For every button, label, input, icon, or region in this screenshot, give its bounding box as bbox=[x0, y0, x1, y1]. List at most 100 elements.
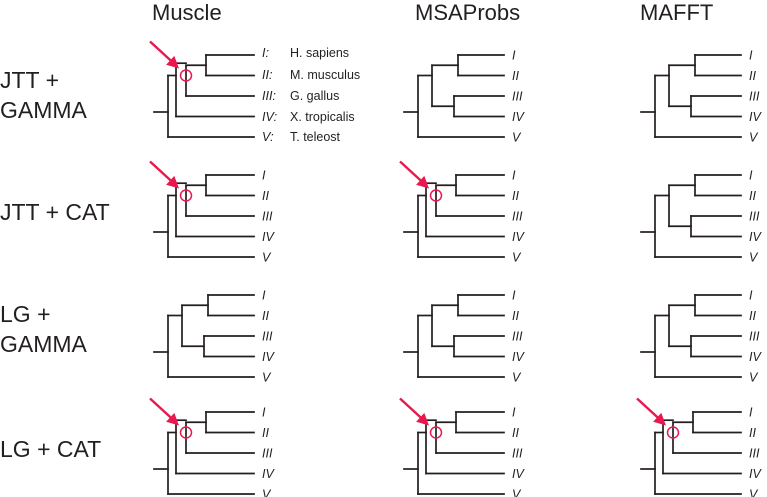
row-label-jtt-gamma-line2: GAMMA bbox=[0, 97, 88, 123]
column-header-msaprobs: MSAProbs bbox=[415, 0, 520, 25]
leaf-label: IV bbox=[512, 467, 525, 481]
highlight-node-circle bbox=[429, 189, 443, 202]
leaf-label: III bbox=[512, 210, 523, 224]
leaf-label: II bbox=[749, 309, 756, 323]
leaf-label: III bbox=[262, 330, 273, 344]
highlight-arrow-head bbox=[416, 412, 429, 426]
leaf-label: V bbox=[749, 488, 759, 497]
leaf-label: II bbox=[512, 426, 519, 440]
leaf-label: V bbox=[512, 371, 522, 385]
leaf-label: II bbox=[512, 189, 519, 203]
leaf-label: V bbox=[512, 131, 522, 145]
leaf-label: III bbox=[749, 447, 760, 461]
leaf-label: II bbox=[749, 69, 756, 83]
leaf-label: I bbox=[512, 289, 516, 303]
leaf-label: II bbox=[262, 189, 269, 203]
highlight-node-circle bbox=[429, 426, 443, 439]
highlight-arrow-head bbox=[653, 412, 666, 426]
legend-numeral-4: IV: bbox=[262, 110, 277, 124]
leaf-label: IV bbox=[749, 467, 762, 481]
legend-species-4: X. tropicalis bbox=[290, 110, 355, 124]
leaf-label: IV bbox=[262, 350, 275, 364]
leaf-label: III bbox=[512, 447, 523, 461]
leaf-label: I bbox=[749, 289, 753, 303]
leaf-label: IV bbox=[749, 230, 762, 244]
leaf-label: V bbox=[262, 371, 272, 385]
leaf-label: I bbox=[749, 49, 753, 63]
leaf-label: IV bbox=[512, 230, 525, 244]
row-label-lg-gamma-line2: GAMMA bbox=[0, 331, 88, 357]
highlight-arrow bbox=[399, 397, 425, 422]
leaf-label: I bbox=[512, 169, 516, 183]
row-label-jtt-cat: JTT + CAT bbox=[0, 199, 110, 225]
highlight-arrow bbox=[399, 160, 425, 185]
highlight-arrow bbox=[149, 397, 175, 422]
leaf-label: V bbox=[262, 251, 272, 265]
leaf-label: I bbox=[512, 406, 516, 420]
column-headers: Muscle MSAProbs MAFFT bbox=[152, 0, 713, 25]
tree-grid: IIIIIIIVVIIIIIIIVVIIIIIIIVVIIIIIIIVVIIII… bbox=[149, 40, 762, 497]
leaf-label: IV bbox=[262, 467, 275, 481]
highlight-arrow bbox=[149, 160, 175, 185]
row-label-lg-gamma-line1: LG + bbox=[0, 301, 51, 327]
leaf-label: I bbox=[749, 406, 753, 420]
leaf-label: V bbox=[749, 371, 759, 385]
leaf-label: V bbox=[262, 488, 272, 497]
tree-row1-col1 bbox=[149, 40, 255, 138]
leaf-label: II bbox=[512, 69, 519, 83]
row-label-lg-cat: LG + CAT bbox=[0, 436, 101, 462]
leaf-label: V bbox=[749, 131, 759, 145]
highlight-arrow bbox=[636, 397, 662, 422]
leaf-label: III bbox=[262, 447, 273, 461]
row-label-jtt-gamma-line1: JTT + bbox=[0, 67, 59, 93]
highlight-arrow-head bbox=[166, 55, 179, 69]
leaf-label: IV bbox=[512, 110, 525, 124]
leaf-label: V bbox=[512, 488, 522, 497]
leaf-label: IV bbox=[262, 230, 275, 244]
leaf-label: III bbox=[749, 210, 760, 224]
leaf-label: IV bbox=[512, 350, 525, 364]
leaf-label: III bbox=[512, 90, 523, 104]
leaf-label: I bbox=[262, 169, 266, 183]
leaf-label: II bbox=[512, 309, 519, 323]
leaf-label: II bbox=[749, 426, 756, 440]
highlight-node-circle bbox=[179, 189, 193, 202]
leaf-label: I bbox=[512, 49, 516, 63]
legend-numeral-2: II: bbox=[262, 68, 272, 82]
highlight-arrow-head bbox=[416, 175, 429, 189]
legend-species-5: T. teleost bbox=[290, 130, 341, 144]
leaf-label: II bbox=[749, 189, 756, 203]
leaf-label: III bbox=[749, 90, 760, 104]
leaf-label: III bbox=[262, 210, 273, 224]
highlight-arrow-head bbox=[166, 175, 179, 189]
legend-species-1: H. sapiens bbox=[290, 46, 349, 60]
legend-numeral-1: I: bbox=[262, 46, 269, 60]
highlight-node-circle bbox=[179, 69, 193, 82]
leaf-label: IV bbox=[749, 110, 762, 124]
leaf-label: III bbox=[512, 330, 523, 344]
leaf-label: III bbox=[749, 330, 760, 344]
highlight-node-circle bbox=[179, 426, 193, 439]
legend-species-2: M. musculus bbox=[290, 68, 360, 82]
legend-numeral-5: V: bbox=[262, 130, 274, 144]
legend-numeral-3: III: bbox=[262, 89, 276, 103]
leaf-label: V bbox=[512, 251, 522, 265]
highlight-arrow bbox=[149, 40, 175, 65]
legend-species-3: G. gallus bbox=[290, 89, 339, 103]
leaf-label: I bbox=[262, 406, 266, 420]
leaf-label: IV bbox=[749, 350, 762, 364]
leaf-label: I bbox=[262, 289, 266, 303]
leaf-label: I bbox=[749, 169, 753, 183]
row-labels: JTT + GAMMA JTT + CAT LG + GAMMA LG + CA… bbox=[0, 67, 110, 462]
highlight-node-circle bbox=[666, 426, 680, 439]
